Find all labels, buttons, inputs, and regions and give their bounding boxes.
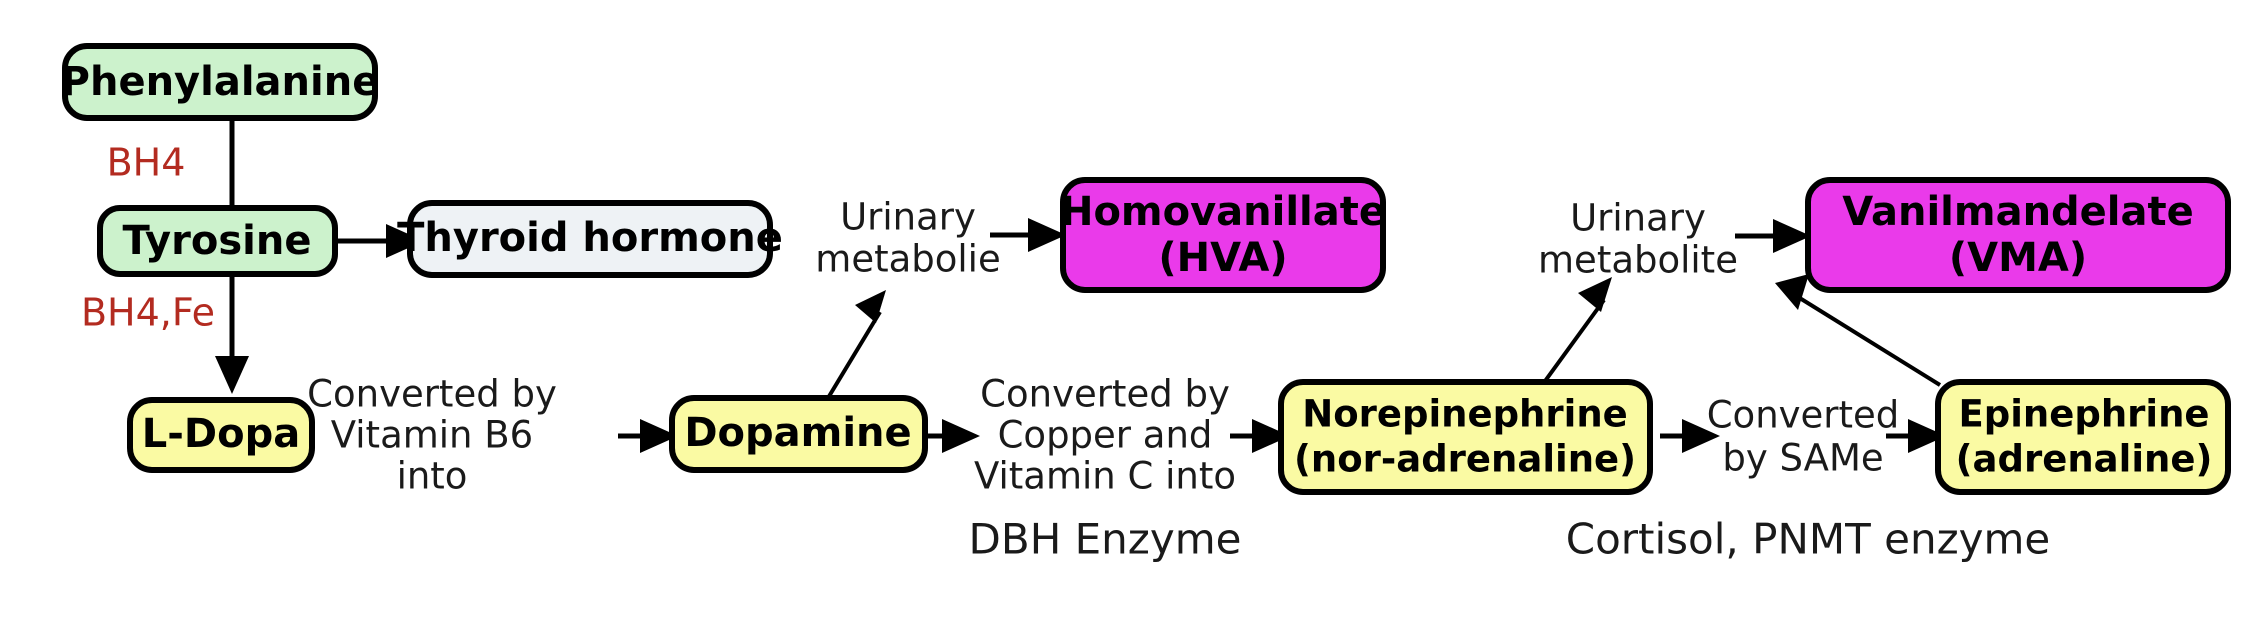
edge-dopamine-to-urinary-metabolie — [826, 290, 886, 400]
edge-same-caption-to-epinephrine — [1886, 419, 1946, 453]
node-norepinephrine-label-line1: Norepinephrine — [1302, 393, 1628, 436]
node-dopamine[interactable]: Dopamine — [669, 395, 928, 473]
node-vanilmandelate-label-line1: Vanilmandelate — [1842, 189, 2194, 235]
caption-urinary-metabolite-line2: metabolite — [1538, 239, 1738, 282]
node-vanilmandelate-label-line2: (VMA) — [1949, 235, 2087, 281]
caption-dbh-enzyme: DBH Enzyme — [969, 515, 1242, 564]
cofactor-label-bh4-fe: BH4,Fe — [81, 291, 215, 335]
edge-dbh-caption-to-norepinephrine — [1230, 419, 1290, 453]
edge-tyrosine-to-thyroid — [335, 224, 424, 258]
caption-dbh-line3: Vitamin C into — [974, 455, 1236, 498]
caption-norepinephrine-to-epinephrine: Converted by SAMe — [1707, 394, 1900, 480]
edge-epinephrine-to-vma — [1775, 274, 1942, 387]
caption-urinary-metabolie-line2: metabolie — [815, 238, 1000, 281]
edge-norepinephrine-to-same-caption — [1660, 419, 1720, 453]
caption-ldopa-line2: Vitamin B6 — [331, 414, 533, 457]
caption-ldopa-to-dopamine: Converted by Vitamin B6 into — [307, 373, 557, 498]
node-phenylalanine[interactable]: Phenylalanine — [61, 43, 380, 121]
node-dopamine-label: Dopamine — [684, 410, 911, 456]
node-thyroid-hormone[interactable]: Thyroid hormone — [397, 200, 783, 278]
edge-caption-to-dopamine — [618, 419, 678, 453]
node-thyroid-hormone-label: Thyroid hormone — [397, 215, 783, 261]
caption-urinary-metabolie-line1: Urinary — [840, 196, 976, 239]
node-phenylalanine-label: Phenylalanine — [61, 59, 380, 105]
edge-dopamine-to-dbh-caption — [920, 419, 980, 453]
node-homovanillate-label-line2: (HVA) — [1158, 235, 1287, 281]
edge-tyrosine-to-ldopa — [215, 273, 249, 394]
node-epinephrine[interactable]: Epinephrine (adrenaline) — [1935, 379, 2231, 495]
node-l-dopa[interactable]: L-Dopa — [127, 397, 315, 473]
caption-urinary-metabolite: Urinary metabolite — [1538, 197, 1738, 282]
edge-urinary-metabolite-to-vma — [1735, 219, 1811, 253]
caption-urinary-metabolie: Urinary metabolie — [815, 196, 1000, 281]
cofactor-label-bh4: BH4 — [107, 141, 186, 185]
caption-same-line1: Converted — [1707, 394, 1900, 437]
edge-norepinephrine-to-urinary-metabolite — [1538, 277, 1612, 390]
node-norepinephrine-label-line2: (nor-adrenaline) — [1294, 438, 1636, 481]
node-norepinephrine[interactable]: Norepinephrine (nor-adrenaline) — [1278, 379, 1653, 495]
caption-ldopa-line3: into — [397, 455, 468, 498]
caption-ldopa-line1: Converted by — [307, 373, 557, 416]
caption-dbh-line2: Copper and — [998, 414, 1213, 457]
node-l-dopa-label: L-Dopa — [142, 411, 300, 457]
caption-urinary-metabolite-line1: Urinary — [1570, 197, 1706, 240]
caption-cortisol-pnmt: Cortisol, PNMT enzyme — [1566, 515, 2050, 564]
caption-dopamine-to-norepinephrine: Converted by Copper and Vitamin C into — [974, 373, 1236, 498]
node-epinephrine-label-line1: Epinephrine — [1958, 393, 2209, 436]
node-vanilmandelate-vma[interactable]: Vanilmandelate (VMA) — [1805, 177, 2231, 293]
node-tyrosine-label: Tyrosine — [123, 218, 312, 264]
edge-urinary-metabolie-to-hva — [990, 218, 1066, 252]
node-epinephrine-label-line2: (adrenaline) — [1956, 438, 2213, 481]
node-homovanillate-label-line1: Homovanillate — [1060, 189, 1386, 235]
node-tyrosine[interactable]: Tyrosine — [97, 205, 338, 277]
caption-dbh-line1: Converted by — [980, 373, 1230, 416]
caption-same-line2: by SAMe — [1722, 437, 1883, 480]
node-homovanillate-hva[interactable]: Homovanillate (HVA) — [1060, 177, 1386, 293]
